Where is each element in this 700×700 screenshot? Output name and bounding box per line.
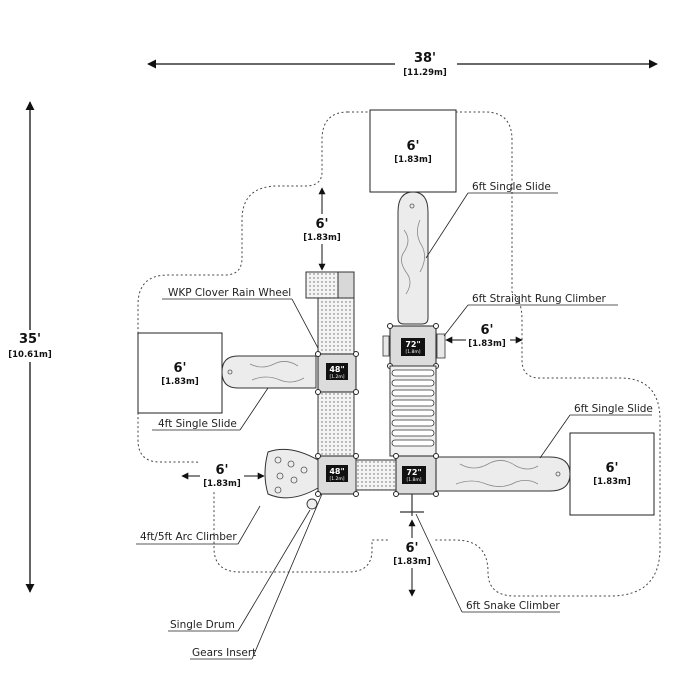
deck-right-lower-height: 72" bbox=[406, 468, 421, 477]
callout-label: Single Drum bbox=[170, 619, 235, 631]
use-zone-top-label: 6' bbox=[406, 139, 419, 154]
overall-width-label: 38' bbox=[414, 51, 436, 66]
callout-6ft-single-slide-right: 6ft Single Slide bbox=[539, 403, 653, 459]
overall-depth-metric: [10.61m] bbox=[8, 350, 52, 360]
clearance-dimension-right-mid: 6' [1.83m] bbox=[445, 320, 523, 350]
clearance-right-mid-metric: [1.83m] bbox=[468, 339, 506, 349]
clearance-left-lower-label: 6' bbox=[215, 463, 228, 478]
arc-climber bbox=[264, 448, 319, 499]
clearance-bottom-label: 6' bbox=[405, 541, 418, 556]
callout-label: Gears Insert bbox=[192, 647, 256, 659]
deck-right-lower: 72" [1.8m] bbox=[393, 453, 439, 497]
rain-wheel-panel bbox=[305, 271, 355, 299]
rung-bridge bbox=[389, 365, 437, 457]
deck-left-upper-height: 48" bbox=[329, 365, 344, 374]
deck-right-lower-metric: [1.8m] bbox=[406, 477, 421, 483]
deck-left-lower-height: 48" bbox=[329, 467, 344, 476]
callout-6ft-straight-rung-climber: 6ft Straight Rung Climber bbox=[443, 293, 618, 337]
connecting-bridge bbox=[355, 459, 397, 491]
use-zone-right: 6' [1.83m] bbox=[569, 432, 655, 516]
clearance-right-mid-label: 6' bbox=[480, 323, 493, 338]
clearance-dimension-left-lower: 6' [1.83m] bbox=[181, 460, 265, 490]
callout-label: 6ft Straight Rung Climber bbox=[472, 293, 607, 305]
overall-width-dimension: 38' [11.29m] bbox=[147, 50, 658, 80]
callout-wkp-clover-rain-wheel: WKP Clover Rain Wheel bbox=[162, 287, 319, 349]
clearance-top-left-metric: [1.83m] bbox=[303, 233, 341, 243]
deck-right-upper-metric: [1.8m] bbox=[405, 349, 420, 355]
deck-left-upper: 48" [1.2m] bbox=[315, 351, 359, 395]
callout-4ft-5ft-arc-climber: 4ft/5ft Arc Climber bbox=[136, 505, 261, 545]
callout-label: 6ft Single Slide bbox=[574, 403, 653, 415]
callout-label: 6ft Snake Climber bbox=[466, 600, 560, 612]
callout-single-drum: Single Drum bbox=[168, 509, 311, 632]
slide-4ft-left bbox=[221, 355, 317, 389]
deck-left-lower-metric: [1.2m] bbox=[329, 476, 344, 482]
use-zone-right-label: 6' bbox=[605, 461, 618, 476]
deck-right-upper: 72" [1.8m] bbox=[382, 323, 446, 369]
single-drum bbox=[306, 498, 318, 510]
slide-6ft-top bbox=[397, 191, 429, 325]
callout-label: 4ft/5ft Arc Climber bbox=[140, 531, 237, 543]
callout-label: WKP Clover Rain Wheel bbox=[168, 287, 291, 299]
overall-depth-dimension: 35' [10.61m] bbox=[6, 101, 54, 593]
callout-6ft-snake-climber: 6ft Snake Climber bbox=[415, 513, 560, 613]
slide-6ft-right bbox=[435, 456, 571, 492]
clearance-left-lower-metric: [1.83m] bbox=[203, 479, 241, 489]
use-zone-right-metric: [1.83m] bbox=[593, 477, 631, 487]
callout-gears-insert: Gears Insert bbox=[190, 493, 323, 660]
callout-label: 4ft Single Slide bbox=[158, 418, 237, 430]
callout-label: 6ft Single Slide bbox=[472, 181, 551, 193]
use-zone-top-metric: [1.83m] bbox=[394, 155, 432, 165]
deck-left-lower: 48" [1.2m] bbox=[315, 453, 359, 497]
use-zone-left-label: 6' bbox=[173, 361, 186, 376]
snake-climber bbox=[400, 494, 424, 516]
use-zone-top: 6' [1.83m] bbox=[369, 109, 457, 193]
callout-4ft-single-slide: 4ft Single Slide bbox=[152, 387, 269, 431]
clearance-bottom-metric: [1.83m] bbox=[393, 557, 431, 567]
deck-right-upper-height: 72" bbox=[405, 340, 420, 349]
overall-width-metric: [11.29m] bbox=[403, 68, 447, 78]
clearance-top-left-label: 6' bbox=[315, 217, 328, 232]
deck-left-upper-metric: [1.2m] bbox=[329, 374, 344, 380]
clearance-dimension-top-left: 6' [1.83m] bbox=[300, 187, 344, 271]
clearance-dimension-bottom: 6' [1.83m] bbox=[390, 519, 434, 597]
callout-6ft-single-slide-top: 6ft Single Slide bbox=[425, 181, 558, 259]
use-zone-left: 6' [1.83m] bbox=[137, 332, 223, 414]
overall-depth-label: 35' bbox=[19, 332, 41, 347]
use-zone-left-metric: [1.83m] bbox=[161, 377, 199, 387]
